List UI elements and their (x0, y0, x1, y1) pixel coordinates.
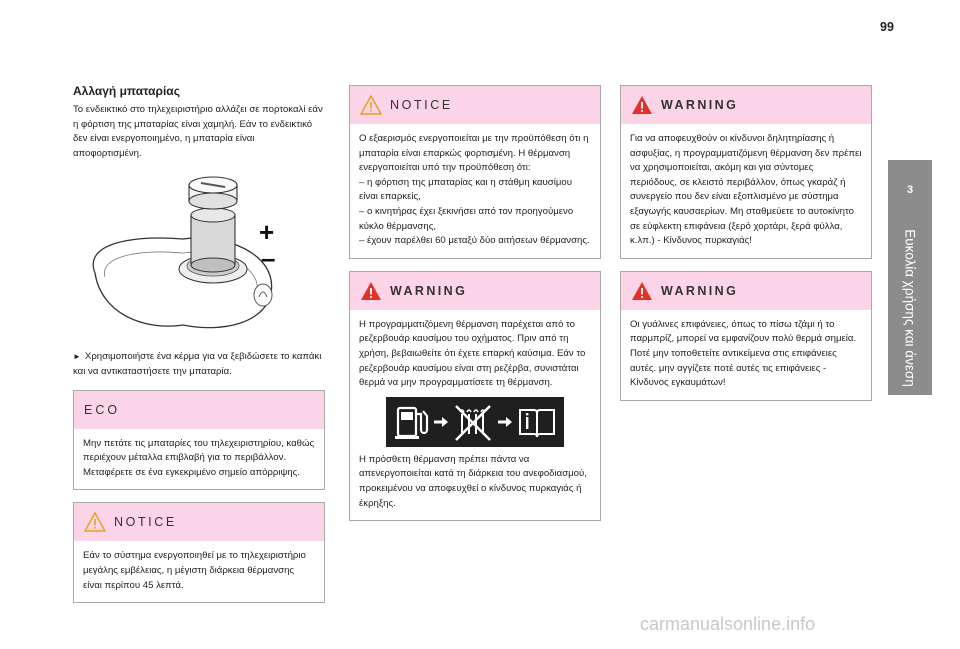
warning-label-1: WARNING (390, 283, 468, 298)
eco-text: Μην πετάτε τις μπαταρίες του τηλεχειριστ… (83, 437, 315, 478)
notice-item: – έχουν παρέλθει 60 μεταξύ δύο αιτήσεων … (359, 235, 590, 247)
column-3: WARNING Για να αποφευχθούν οι κίνδυνοι δ… (620, 85, 872, 401)
eco-box: ECO Μην πετάτε τις μπαταρίες του τηλεχει… (73, 389, 325, 491)
notice-body-2: Ο εξαερισμός ενεργοποιείται με την προϋπ… (350, 124, 600, 258)
warning-body-1: Η προγραμματιζόμενη θέρμανση παρέχεται α… (350, 310, 600, 520)
warning-box-3-header: WARNING (621, 271, 871, 310)
page-number: 99 (880, 20, 894, 34)
eco-label: ECO (84, 402, 121, 417)
warning-box-3: WARNING Οι γυάλινες επιφάνειες, όπως το … (620, 270, 872, 401)
notice-item: – ο κινητήρας έχει ξεκινήσει από τον προ… (359, 205, 574, 232)
warning-footer-1: Η πρόσθετη θέρμανση πρέπει πάντα να απεν… (359, 453, 587, 509)
refuel-pictogram (395, 404, 555, 441)
notice-label-2: NOTICE (390, 98, 453, 112)
watermark: carmanualsonline.info (640, 614, 816, 634)
notice-box-1-header: NOTICE (74, 503, 324, 542)
arrow-icon (498, 416, 512, 427)
notice-triangle-icon (360, 95, 382, 115)
warning-box-1: WARNING Η προγραμματιζόμενη θέρμανση παρ… (349, 270, 601, 522)
warning-text-3: Οι γυάλινες επιφάνειες, όπως το πίσω τζά… (630, 318, 857, 389)
notice-label-1: NOTICE (114, 515, 177, 530)
remote-control-illustration (92, 176, 273, 329)
warning-label-2: WARNING (661, 98, 739, 112)
notice-item: – η φόρτιση της μπαταρίας και η στάθμη κ… (359, 176, 572, 203)
warning-box-1-header: WARNING (350, 271, 600, 310)
refuel-heater-icons (386, 396, 564, 447)
warning-box-2-header: WARNING (621, 86, 871, 124)
battery-instruction-text: Χρησιμοποιήστε ένα κέρμα για να ξεβιδώσε… (73, 351, 322, 377)
arrow-icon (434, 416, 448, 427)
notice-text-2: Ο εξαερισμός ενεργοποιείται με την προϋπ… (359, 133, 589, 174)
column-2: NOTICE Ο εξαερισμός ενεργοποιείται με τη… (349, 85, 601, 522)
eco-box-header: ECO (74, 390, 324, 429)
notice-triangle-icon (84, 512, 106, 533)
warning-triangle-icon (632, 281, 652, 300)
battery-intro: Το ενδεικτικό στο τηλεχειριστήριο αλλάζε… (73, 104, 323, 159)
warning-text-2: Για να αποφευχθούν οι κίνδυνοι δηλητηρία… (630, 133, 862, 247)
plus-sign: + (259, 217, 275, 248)
notice-text-1: Εάν το σύστημα ενεργοποιηθεί με το τηλεχ… (83, 550, 306, 591)
chapter-title: Ευκολία χρήσης και άνεση (902, 228, 918, 387)
warning-box-2: WARNING Για να αποφευχθούν οι κίνδυνοι δ… (620, 85, 872, 259)
bullet-arrow-icon: ► (73, 352, 81, 362)
fuel-pump-icon (395, 406, 429, 439)
notice-box-1: NOTICE Εάν το σύστημα ενεργοποιηθεί με τ… (73, 502, 325, 604)
manual-book-icon (519, 408, 555, 437)
notice-box-2-header: NOTICE (350, 86, 600, 124)
section-title-battery: Αλλαγή μπαταρίας (73, 84, 180, 98)
warning-text-1: Η προγραμματιζόμενη θέρμανση παρέχεται α… (359, 318, 586, 389)
warning-triangle-icon (361, 281, 381, 300)
warning-triangle-icon (632, 96, 652, 114)
chapter-number: 3 (906, 184, 914, 196)
chapter-tab[interactable]: 3 (888, 160, 932, 220)
warning-label-3: WARNING (661, 283, 739, 298)
notice-box-2: NOTICE Ο εξαερισμός ενεργοποιείται με τη… (349, 85, 601, 259)
remote-battery-illustration: + – (73, 173, 325, 338)
chapter-title-tab: Ευκολία χρήσης και άνεση (888, 220, 932, 395)
heater-crossed-icon (455, 404, 491, 441)
minus-sign: – (261, 243, 276, 274)
column-1: Αλλαγή μπαταρίας Το ενδεικτικό στο τηλεχ… (73, 78, 325, 604)
battery-instruction: ►Χρησιμοποιήστε ένα κέρμα για να ξεβιδώσ… (73, 350, 325, 379)
